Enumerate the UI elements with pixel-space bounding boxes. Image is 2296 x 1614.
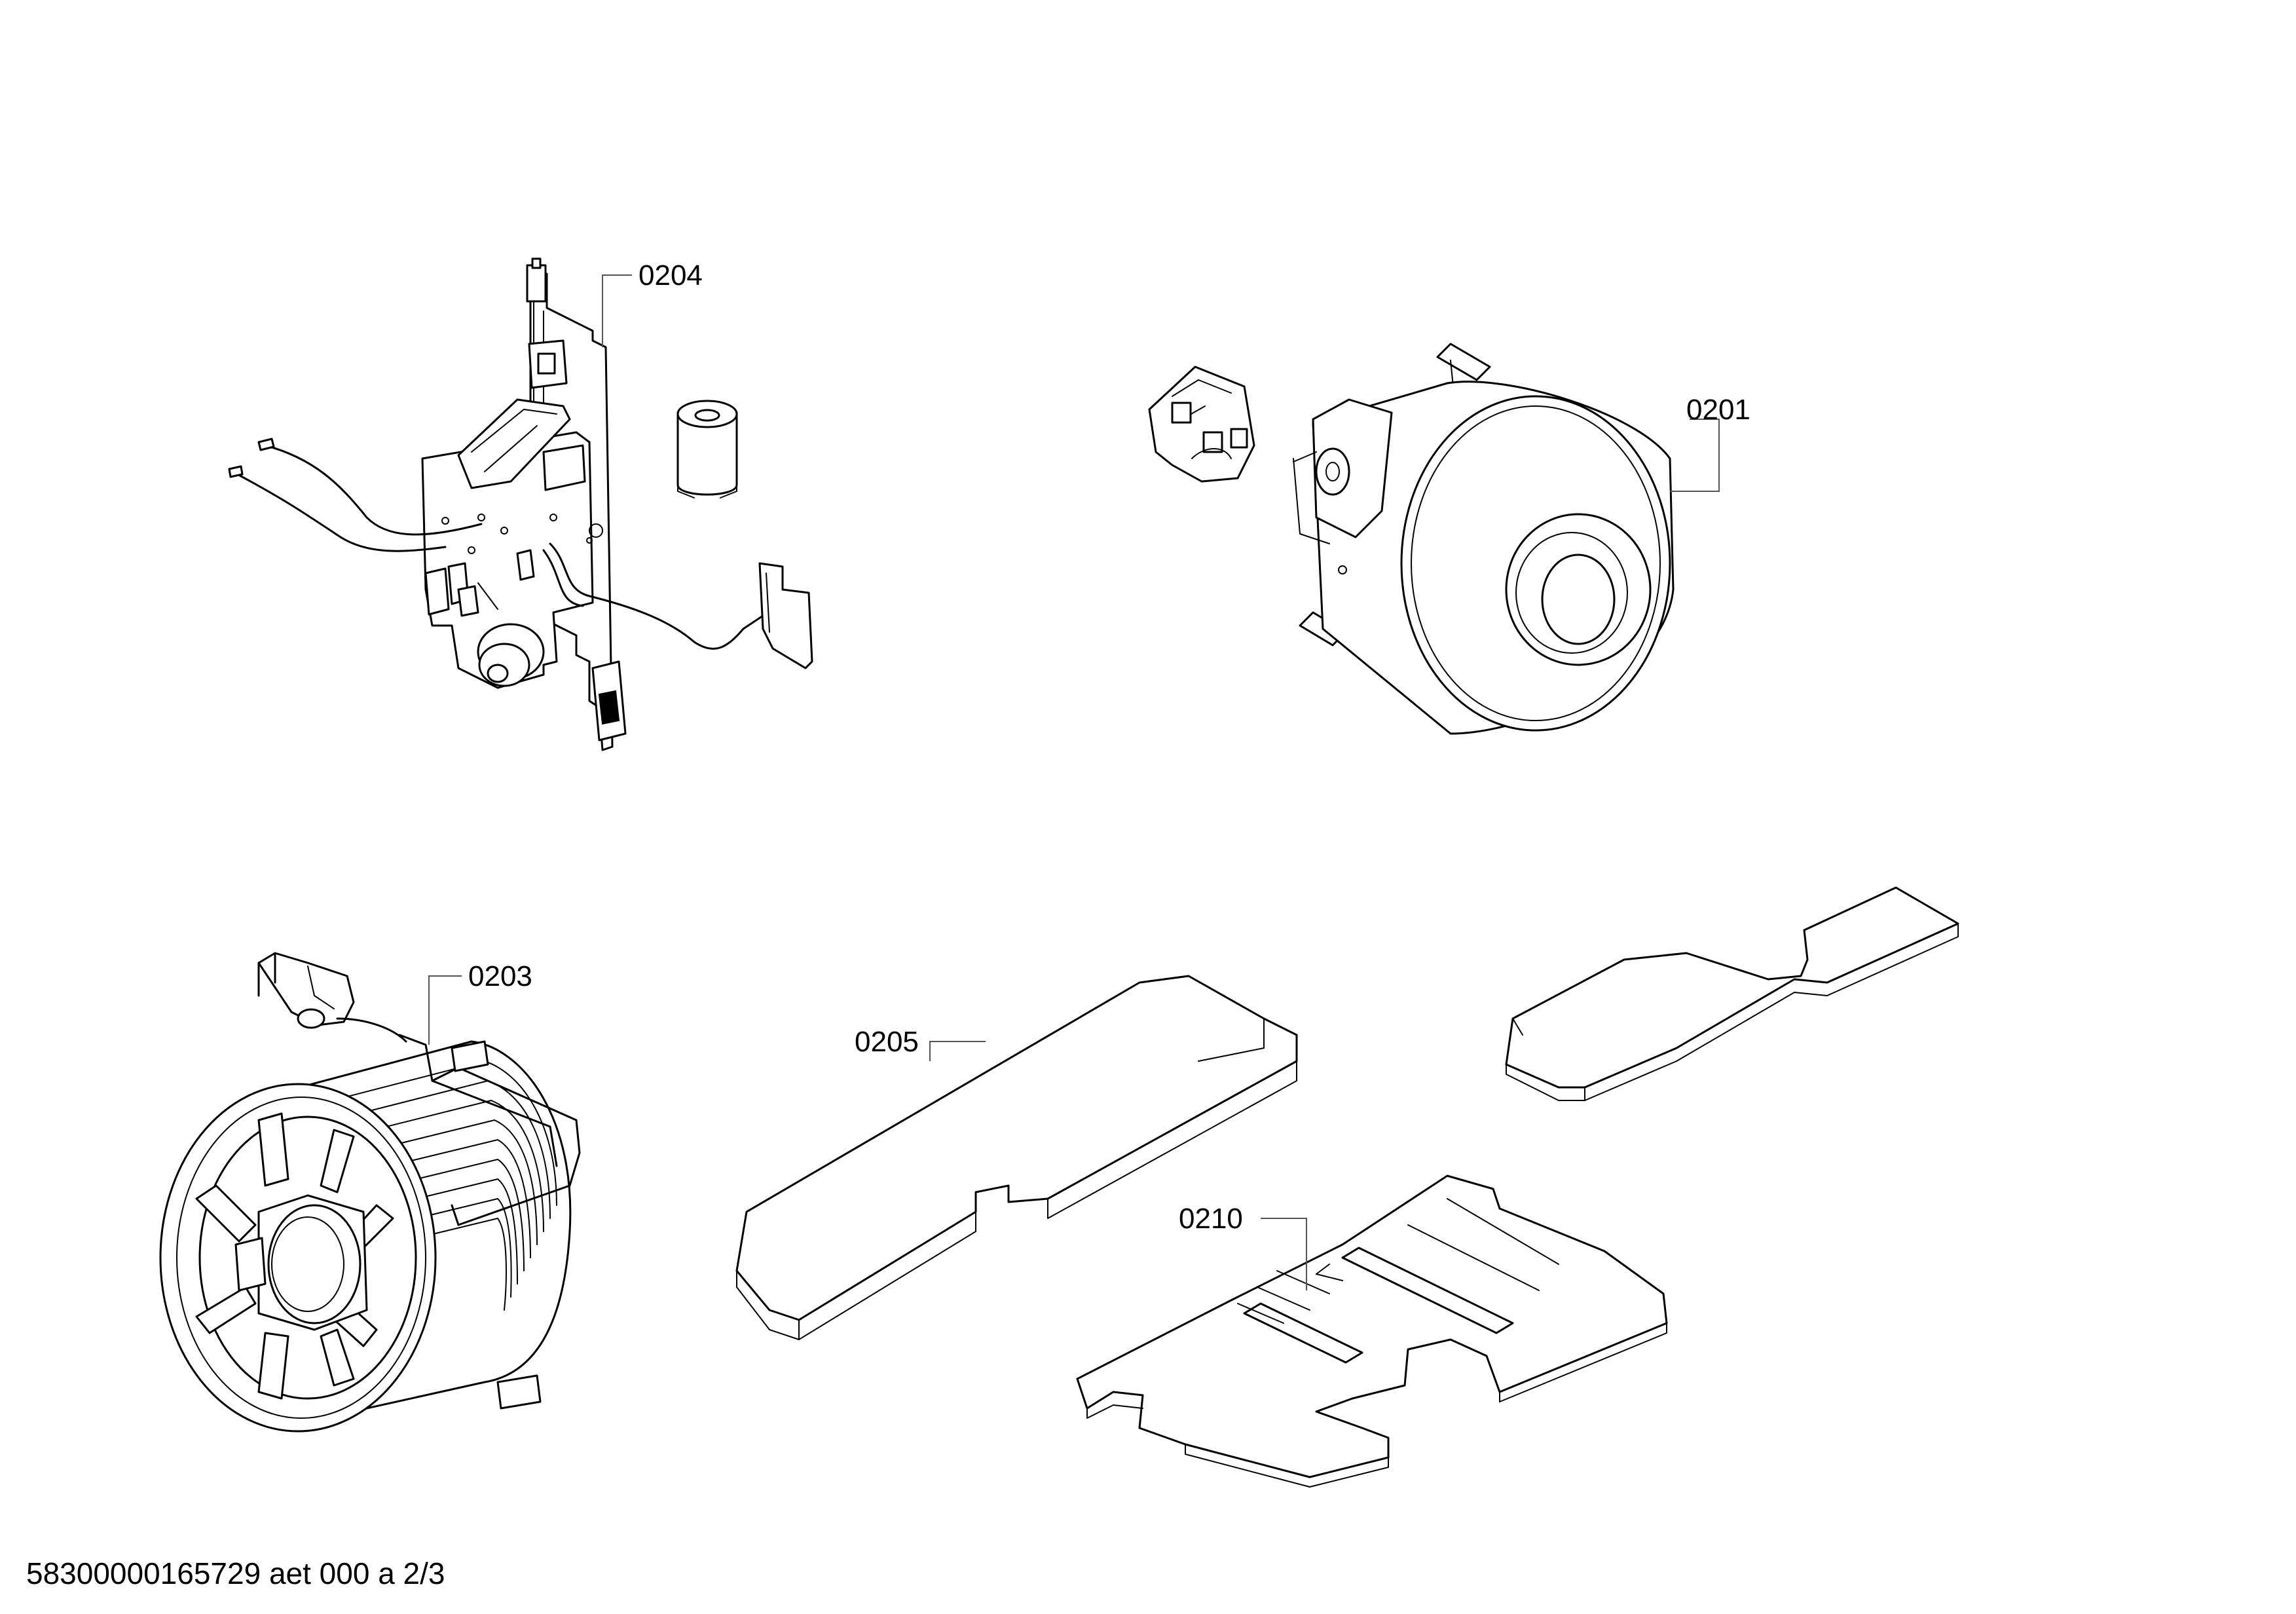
part-label-0204: 0204 [639,259,703,291]
part-label-0210: 0210 [1179,1203,1243,1235]
part-0203-cable-reel: 0203 [159,952,581,1433]
part-0205-filter-pad: 0205 [735,975,1298,1340]
part-shaped-seal [1505,886,1959,1101]
part-label-0201: 0201 [1686,394,1750,426]
document-footer-id: 58300000165729 aet 000 a 2/3 [26,1556,445,1590]
part-0201-motor: 0201 [1148,343,1750,735]
part-0204-control-board: 0204 [228,257,813,751]
part-0210-base-pad: 0210 [1076,1174,1668,1488]
part-label-0205: 0205 [855,1026,919,1058]
part-label-0203: 0203 [468,960,532,992]
